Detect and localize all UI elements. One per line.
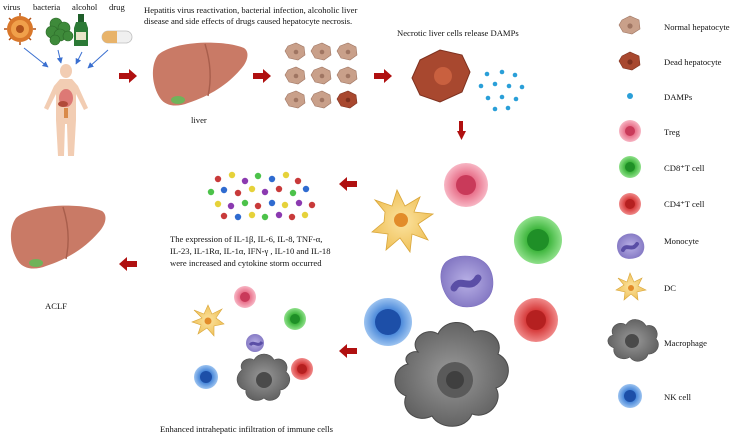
infiltration-text: Enhanced intrahepatic infiltration of im… — [160, 424, 334, 434]
cause-label-virus: virus — [3, 2, 21, 12]
cause-label-alcohol: alcohol — [72, 2, 98, 12]
cytokine-dots — [207, 171, 316, 221]
legend-label-damps: DAMPs — [664, 92, 693, 102]
red-arrows — [119, 69, 466, 358]
drug-pill-icon — [101, 30, 133, 44]
legend-label-cd4: CD4⁺T cell — [664, 199, 705, 209]
bacteria-icon — [45, 17, 74, 46]
intro-text-line1: Hepatitis virus reactivation, bacterial … — [144, 5, 358, 15]
big-treg-cell — [444, 163, 488, 207]
legend-label-nk: NK cell — [664, 392, 691, 402]
cytokine-text-line3: were increased and cytokine storm occurr… — [170, 258, 322, 268]
human-body-icon — [44, 64, 88, 156]
alcohol-bottle-icon — [74, 14, 88, 46]
aclf-label: ACLF — [45, 301, 67, 311]
virus-icon — [4, 13, 36, 45]
legend-label-cd8: CD8⁺T cell — [664, 163, 705, 173]
cytokine-text-line1: The expression of IL-1β, IL-6, IL-8, TNF… — [170, 234, 323, 244]
cause-arrows — [23, 47, 109, 69]
intro-text-line2: disease and side effects of drugs caused… — [144, 16, 353, 26]
necrotic-text: Necrotic liver cells release DAMPs — [397, 28, 519, 38]
hepatocyte-grid — [284, 42, 358, 109]
cytokine-text-line2: IL-23, IL-1Rα, IL-1α, IFN-γ , IL-10 and … — [170, 246, 331, 256]
big-dc-cell — [371, 188, 435, 254]
cause-label-drug: drug — [109, 2, 125, 12]
necrotic-hepatocyte — [411, 49, 471, 103]
legend-label-monocyte: Monocyte — [664, 236, 699, 246]
liver-illustration — [152, 42, 248, 106]
liver-label: liver — [191, 115, 207, 125]
small-immune-cluster — [191, 286, 313, 401]
big-nk-cell — [364, 298, 412, 346]
big-macrophage-cell — [394, 322, 509, 427]
damps-cluster — [478, 69, 525, 112]
legend-label-macrophage: Macrophage — [664, 338, 707, 348]
legend-label-dead: Dead hepatocyte — [664, 57, 722, 67]
big-cd8-cell — [514, 216, 562, 264]
big-monocyte-cell — [440, 255, 494, 308]
legend-label-treg: Treg — [664, 127, 680, 137]
aclf-liver-illustration — [10, 205, 106, 269]
legend-label-normal: Normal hepatocyte — [664, 22, 730, 32]
legend-label-dc: DC — [664, 283, 676, 293]
cause-label-bacteria: bacteria — [33, 2, 61, 12]
big-cd4-cell — [514, 298, 558, 342]
legend-icons — [607, 15, 659, 408]
